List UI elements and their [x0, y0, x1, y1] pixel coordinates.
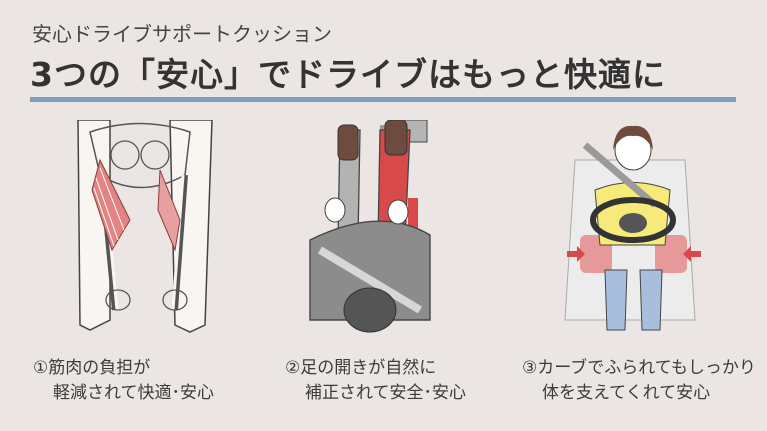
muscle-illustration [40, 119, 260, 340]
caption-2-line2: 補正されて安全･安心 [305, 383, 466, 403]
title-divider [30, 97, 736, 102]
caption-1-line2: 軽減されて快適･安心 [53, 383, 214, 403]
caption-3: ③カーブでふられてもしっかり 体を支えてくれて安心 [522, 356, 756, 406]
page-title: 3つの「安心」でドライブはもっと快適に [30, 55, 666, 94]
caption-3-line1: ③カーブでふられてもしっかり [522, 358, 756, 378]
caption-3-line2: 体を支えてくれて安心 [542, 383, 711, 403]
caption-2-line1: ②足の開きが自然に [285, 358, 437, 378]
driver-topdown-illustration [280, 119, 500, 340]
caption-2: ②足の開きが自然に 補正されて安全･安心 [285, 356, 466, 406]
page-subtitle: 安心ドライブサポートクッション [32, 22, 332, 46]
caption-1: ①筋肉の負担が 軽減されて快適･安心 [33, 356, 214, 406]
driver-front-illustration [545, 120, 765, 340]
caption-1-line1: ①筋肉の負担が [33, 358, 151, 378]
